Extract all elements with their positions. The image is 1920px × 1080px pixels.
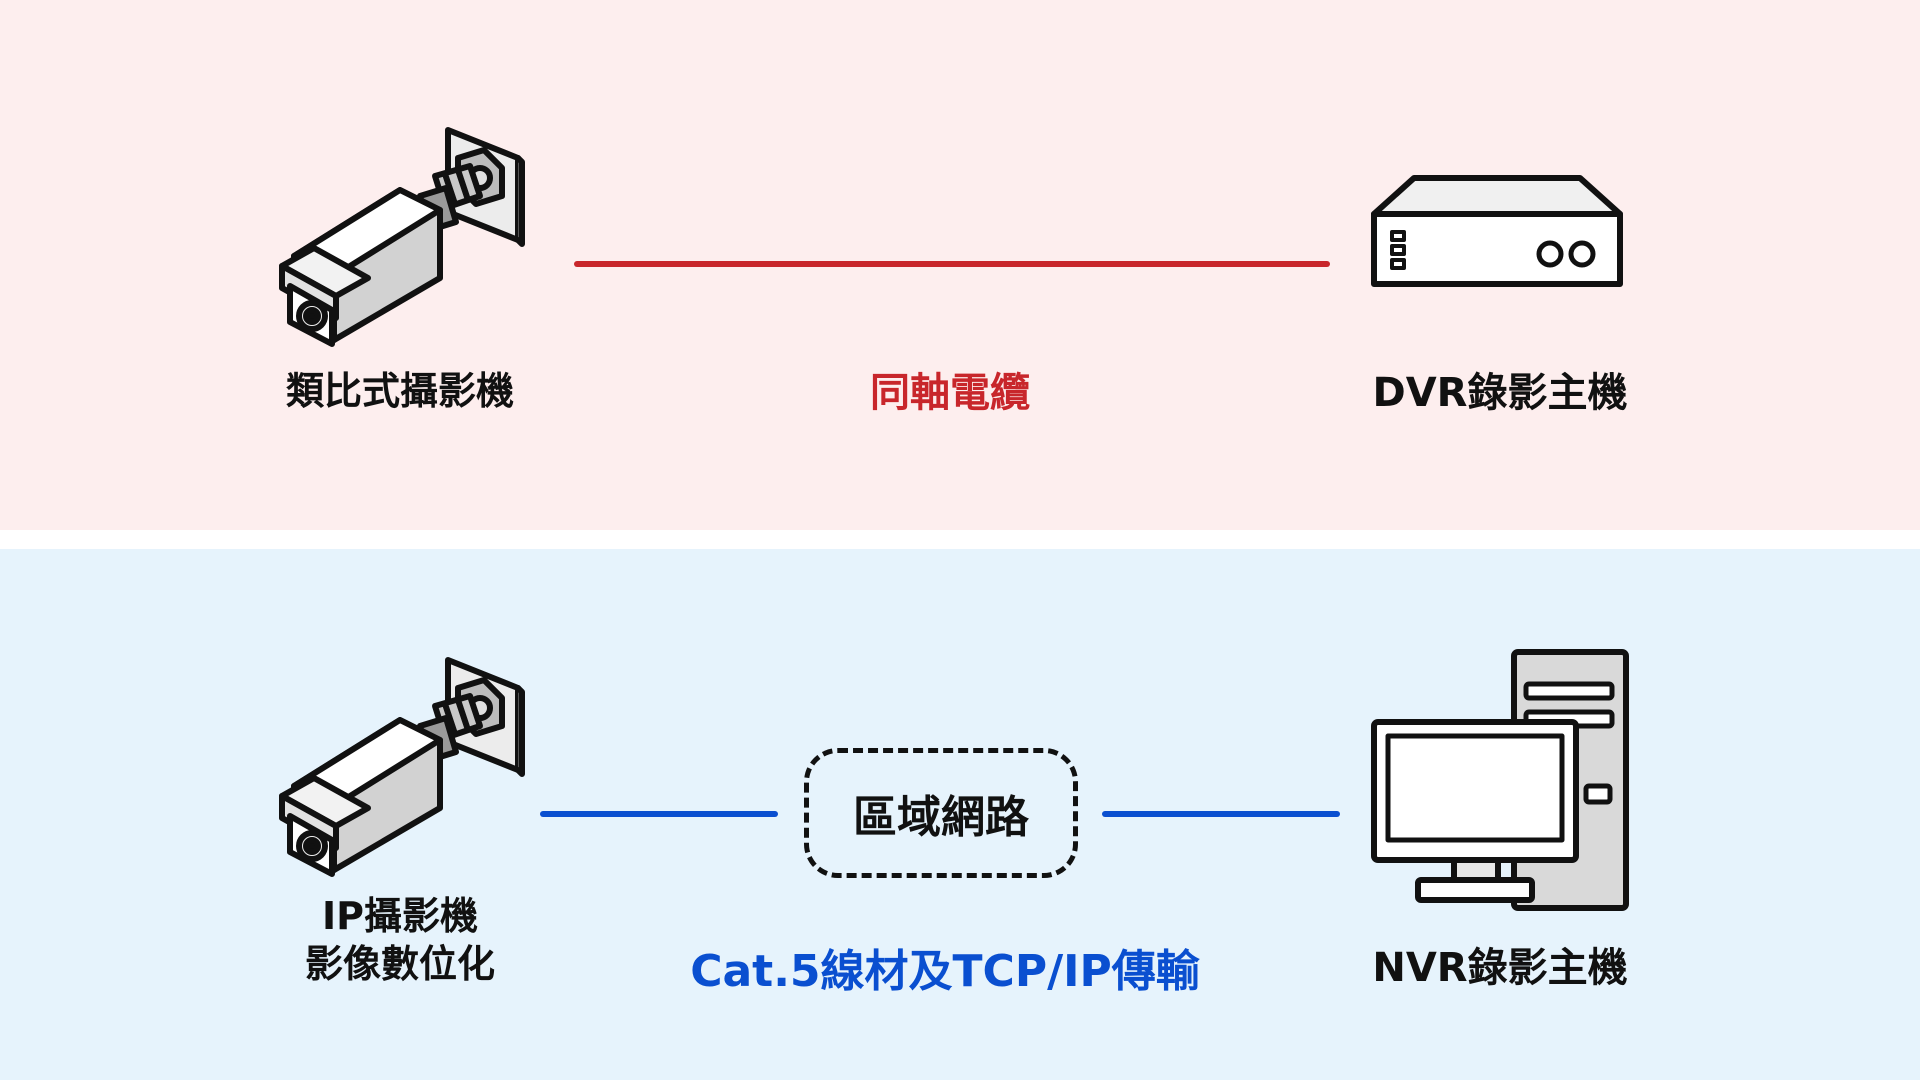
nvr-computer-icon — [1371, 649, 1629, 911]
network-cable-label: Cat.5線材及TCP/IP傳輸 — [690, 946, 1200, 997]
ip-camera-label-line1: IP攝影機 — [322, 894, 478, 938]
coax-cable-label: 同軸電纜 — [870, 370, 1030, 416]
nvr-label: NVR錄影主機 — [1372, 945, 1628, 991]
lan-network-box: 區域網路 — [804, 748, 1078, 878]
network-line-left — [540, 811, 778, 817]
ip-camera-label-line2: 影像數位化 — [304, 942, 495, 986]
ip-camera-label: IP攝影機 影像數位化 — [260, 892, 540, 988]
dvr-label: DVR錄影主機 — [1372, 370, 1628, 416]
analog-camera-icon — [279, 127, 525, 347]
analog-camera-label: 類比式攝影機 — [285, 369, 514, 413]
network-line-right — [1102, 811, 1340, 817]
dvr-box-icon — [1371, 175, 1623, 287]
coax-cable-line — [574, 261, 1330, 267]
ip-camera-icon — [279, 657, 525, 877]
